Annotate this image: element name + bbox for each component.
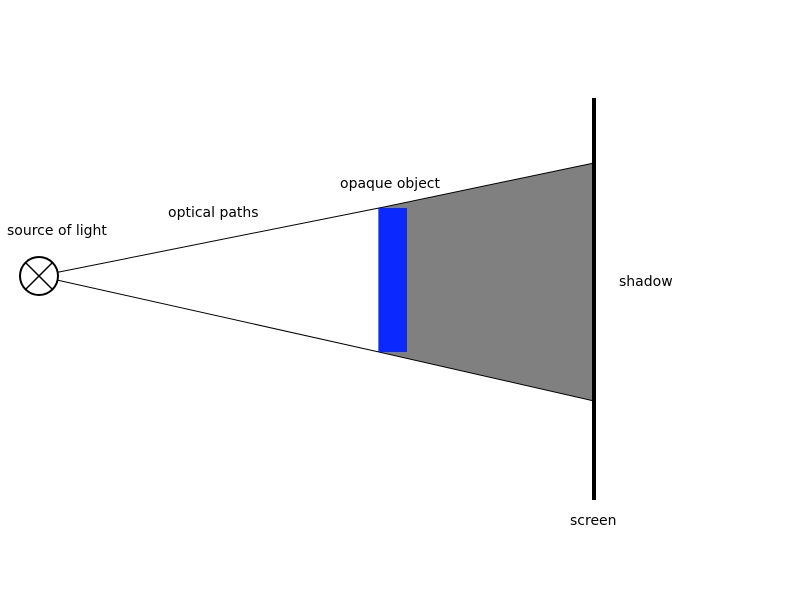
shadow-region [378, 162, 595, 402]
opaque-object [379, 208, 407, 352]
opaque-object-label: opaque object [340, 176, 440, 192]
shadow-label: shadow [619, 274, 673, 290]
light-source-crossed-circle-icon [19, 256, 59, 296]
optical-paths-label: optical paths [168, 205, 259, 221]
screen-label: screen [570, 513, 617, 529]
source-of-light-label: source of light [7, 223, 107, 239]
optical-path-upper [38, 207, 380, 277]
optical-path-lower [38, 275, 380, 353]
